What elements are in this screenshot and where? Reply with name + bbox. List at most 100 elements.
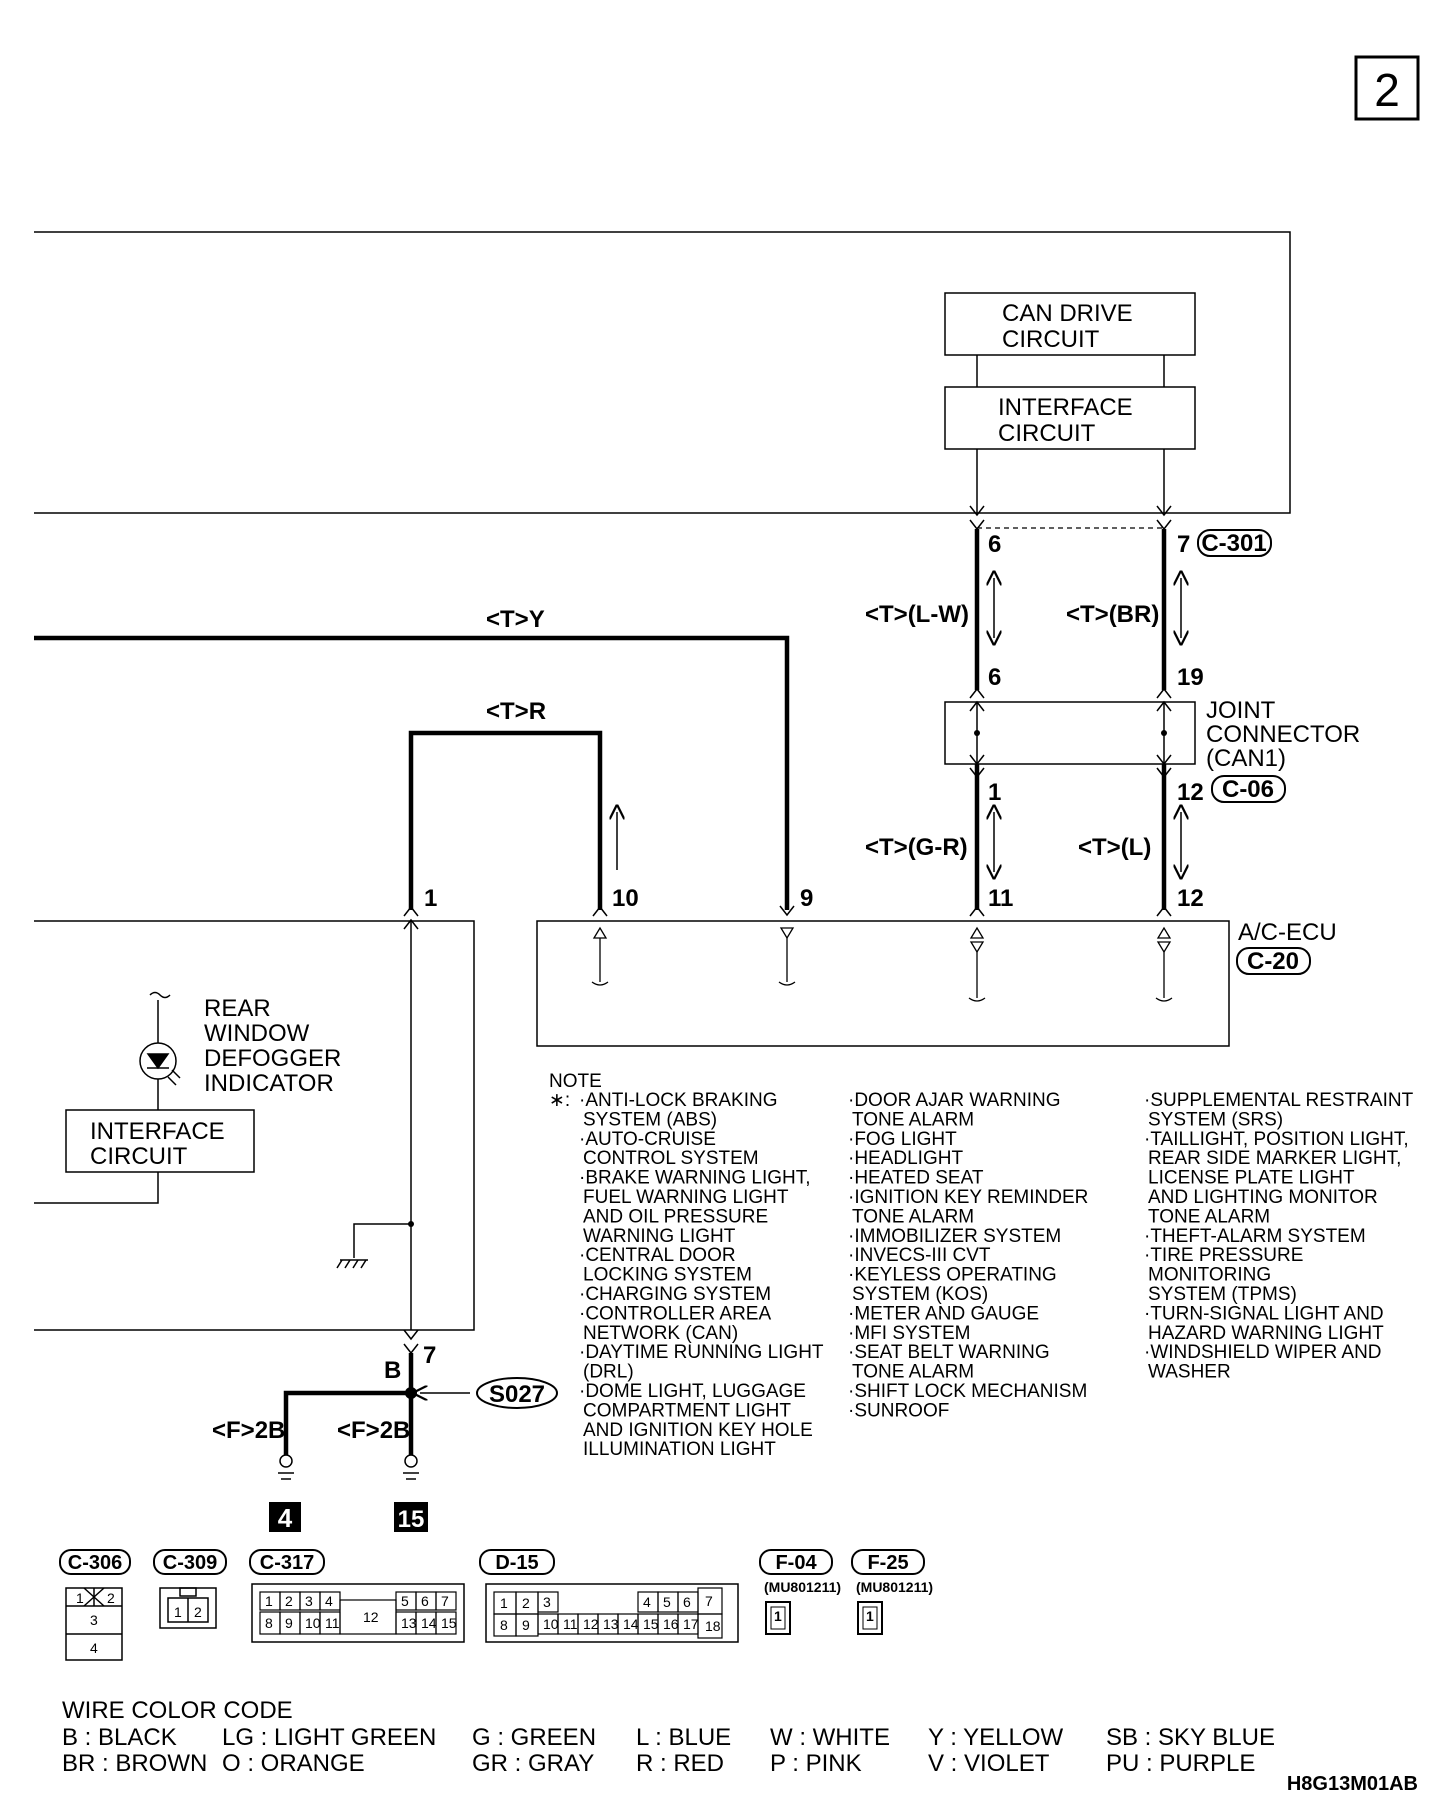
note-item: ·CONTROLLER AREA [579, 1303, 771, 1324]
connector-pin-number: 9 [522, 1617, 530, 1633]
joint-connector-line1: JOINT [1206, 697, 1276, 724]
color-code-entry: LG : LIGHT GREEN [222, 1724, 436, 1751]
top-module-outline [34, 231, 1291, 514]
pin-jc-12: 12 [1177, 779, 1204, 806]
ecu-pin-symbols [403, 905, 1172, 930]
connector-f25-label: F-25 [867, 1552, 908, 1574]
connector-pin-number: 5 [401, 1593, 409, 1609]
note-item: ·THEFT-ALARM SYSTEM [1144, 1226, 1366, 1247]
note-item: ·INVECS-III CVT [848, 1245, 991, 1266]
ground-symbols [278, 1454, 419, 1480]
color-code-entry: O : ORANGE [222, 1750, 365, 1777]
color-code-entry: V : VIOLET [928, 1750, 1050, 1777]
connector-c20-tag: C-20 [1247, 948, 1299, 975]
svg-text:S027: S027 [489, 1381, 545, 1408]
wire-label-f2b-right: <F>2B [337, 1417, 410, 1444]
interface-left-line1: INTERFACE [90, 1118, 225, 1145]
note-item: ·SEAT BELT WARNING [848, 1342, 1050, 1363]
connector-pin-number: 3 [305, 1593, 313, 1609]
note-item: LICENSE PLATE LIGHT [1148, 1168, 1355, 1189]
connector-c317-label: C-317 [260, 1552, 314, 1574]
defogger-indicator-lamp [139, 991, 181, 1110]
wire-label-t-gr: <T>(G-R) [865, 834, 968, 861]
note-item: TONE ALARM [852, 1206, 974, 1227]
ground-4-tag: 4 [269, 1502, 301, 1533]
svg-text:3: 3 [90, 1612, 98, 1628]
interface-circuit-left-box: INTERFACE CIRCUIT [65, 1109, 255, 1173]
note-item: ·TAILLIGHT, POSITION LIGHT, [1144, 1129, 1409, 1150]
left-module-outline [34, 920, 475, 1331]
color-code-entry: PU : PURPLE [1106, 1750, 1255, 1777]
note-item: ·WINDSHIELD WIPER AND [1144, 1342, 1382, 1363]
pin-c301-6: 6 [988, 531, 1001, 558]
note-item: ILLUMINATION LIGHT [583, 1439, 776, 1460]
pin-ecu-11: 11 [988, 885, 1013, 912]
note-item: ·DOME LIGHT, LUGGAGE [579, 1381, 806, 1402]
connector-pin-number: 7 [441, 1593, 449, 1609]
signal-direction-arrows [617, 578, 1181, 872]
note-item: ·METER AND GAUGE [848, 1303, 1039, 1324]
connector-c06-tag: C-06 [1211, 775, 1286, 803]
pin-jc-1: 1 [988, 779, 1001, 806]
note-item: REAR SIDE MARKER LIGHT, [1148, 1148, 1401, 1169]
note-item: SYSTEM (SRS) [1148, 1109, 1283, 1130]
note-item: ·BRAKE WARNING LIGHT, [579, 1168, 811, 1189]
connector-pin-number: 3 [543, 1594, 551, 1610]
wire-label-t-br: <T>(BR) [1066, 601, 1159, 628]
note-item: ·SUNROOF [848, 1400, 949, 1421]
note-item: COMPARTMENT LIGHT [583, 1400, 791, 1421]
ground-15-tag: 15 [394, 1502, 428, 1533]
note-item: AND IGNITION KEY HOLE [583, 1420, 813, 1441]
connector-pin-number: 2 [285, 1593, 293, 1609]
note-item: ·HEADLIGHT [848, 1148, 963, 1169]
wire-t-y [34, 635, 790, 910]
connector-pin-number: 17 [683, 1616, 699, 1632]
note-item: ·CHARGING SYSTEM [579, 1284, 771, 1305]
note-title: NOTE [549, 1071, 602, 1092]
note-item: ·MFI SYSTEM [848, 1323, 970, 1344]
indicator-line4: INDICATOR [204, 1070, 334, 1097]
svg-text:1: 1 [774, 1608, 782, 1624]
ac-ecu-box: A/C-ECU C-20 [536, 919, 1337, 1047]
page-number: 2 [1374, 64, 1400, 116]
pin-left-7: 7 [423, 1342, 436, 1369]
interface-circuit-top-box: INTERFACE CIRCUIT [944, 386, 1196, 450]
note-item: ·AUTO-CRUISE [579, 1129, 716, 1150]
joint-connector-box: JOINT CONNECTOR (CAN1) [944, 687, 1360, 779]
connector-pin-number: 15 [643, 1616, 659, 1632]
note-item: ·IGNITION KEY REMINDER [848, 1187, 1088, 1208]
wire-label-t-l: <T>(L) [1078, 834, 1151, 861]
note-item: ·IMMOBILIZER SYSTEM [848, 1226, 1061, 1247]
connector-pin-number: 10 [305, 1615, 321, 1631]
joint-connector-line3: (CAN1) [1206, 745, 1286, 772]
connector-pin-number: 13 [401, 1615, 417, 1631]
connector-pin-number: 5 [663, 1594, 671, 1610]
can-wires [974, 529, 1167, 910]
connector-pin-number: 16 [663, 1616, 679, 1632]
connector-pin-cell [697, 1613, 723, 1639]
c301-pin-symbols [969, 505, 1172, 531]
note-item: ·HEATED SEAT [848, 1168, 984, 1189]
can-drive-line2: CIRCUIT [1002, 326, 1100, 353]
color-code-entry: SB : SKY BLUE [1106, 1724, 1275, 1751]
color-code-entry: R : RED [636, 1750, 724, 1777]
interface-top-line1: INTERFACE [998, 394, 1133, 421]
indicator-line1: REAR [204, 995, 271, 1022]
connector-f04-part: (MU801211) [764, 1579, 841, 1595]
connector-pin-number: 6 [683, 1594, 691, 1610]
note-item: SYSTEM (KOS) [852, 1284, 988, 1305]
connector-pin-number: 9 [285, 1615, 293, 1631]
can-drive-circuit-box: CAN DRIVE CIRCUIT [944, 292, 1196, 356]
connector-pin-number: 6 [421, 1593, 429, 1609]
figure-id: H8G13M01AB [1287, 1773, 1418, 1795]
note-item: AND OIL PRESSURE [583, 1206, 768, 1227]
ground-wires [283, 1353, 414, 1455]
connector-pin-number: 8 [500, 1617, 508, 1633]
svg-text:2: 2 [194, 1604, 202, 1620]
pin-ecu-9: 9 [800, 885, 813, 912]
